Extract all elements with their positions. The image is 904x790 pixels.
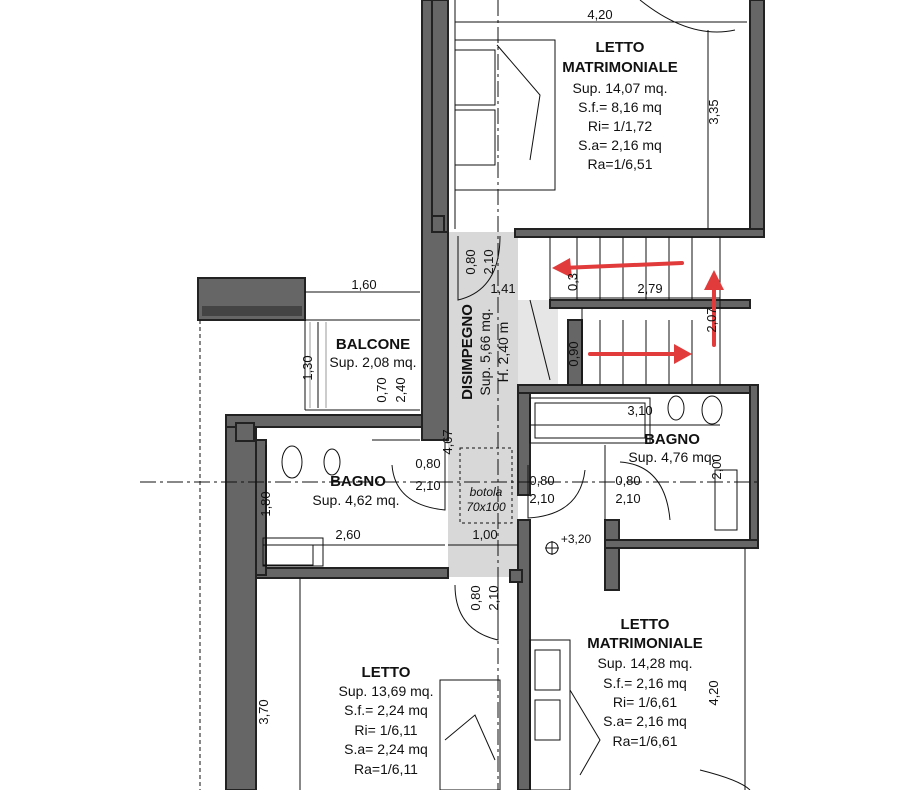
dim-level: +3,20 bbox=[561, 532, 592, 546]
botola: botola 70x100 bbox=[466, 485, 506, 514]
room-disimpegno: DISIMPEGNO Sup. 5,66 mq. H. 2,40 m bbox=[459, 304, 511, 400]
dim-bath-left-height: 1,80 bbox=[258, 491, 273, 516]
dim-bath-right-door-h: 2,10 bbox=[615, 491, 640, 506]
dimension-lines bbox=[265, 21, 747, 565]
master-bottom-line-3: Ri= 1/6,61 bbox=[613, 694, 677, 710]
dim-stair-landing: 0,3 bbox=[565, 273, 580, 291]
room-bagno-left: BAGNO Sup. 4,62 mq. bbox=[312, 473, 399, 508]
disimpegno-height: H. 2,40 m bbox=[495, 322, 511, 383]
room-bagno-right: BAGNO Sup. 4,76 mq. bbox=[628, 431, 715, 465]
dim-bath-left-width: 2,60 bbox=[335, 527, 360, 542]
dimension-labels: 4,20 3,35 1,60 1,30 0,70 2,40 0,80 2,10 … bbox=[256, 7, 724, 725]
dim-letto-height: 3,70 bbox=[256, 699, 271, 724]
master-top-title2: MATRIMONIALE bbox=[562, 59, 678, 76]
dim-balcone-door-w: 0,70 bbox=[374, 377, 389, 402]
dim-bath-right-width: 3,10 bbox=[627, 403, 652, 418]
dim-corridor-lower-width: 1,00 bbox=[472, 527, 497, 542]
master-bottom-title1: LETTO bbox=[621, 616, 670, 633]
master-bottom-line-5: Ra=1/6,61 bbox=[613, 733, 678, 749]
disimpegno-title: DISIMPEGNO bbox=[459, 304, 476, 400]
bagno-right-title: BAGNO bbox=[644, 431, 700, 448]
dim-stair-width: 2,79 bbox=[637, 281, 662, 296]
dim-stair-height: 2,07 bbox=[704, 307, 719, 332]
master-top-line-4: S.a= 2,16 mq bbox=[578, 137, 662, 153]
walls bbox=[197, 0, 765, 790]
room-letto: LETTO Sup. 13,69 mq. S.f.= 2,24 mq Ri= 1… bbox=[339, 664, 434, 777]
corridor-niche-fill bbox=[518, 300, 558, 385]
master-top-title1: LETTO bbox=[596, 39, 645, 56]
letto-line-5: Ra=1/6,11 bbox=[354, 761, 418, 777]
stair-direction-arrows bbox=[552, 258, 724, 364]
dim-corridor-width: 1,41 bbox=[490, 281, 515, 296]
dim-balcone-door-h: 2,40 bbox=[393, 377, 408, 402]
letto-line-1: Sup. 13,69 mq. bbox=[339, 683, 434, 699]
dim-stair-flight: 0,90 bbox=[566, 341, 581, 366]
master-top-line-5: Ra=1/6,51 bbox=[588, 156, 653, 172]
dim-bath-left-door-h: 2,10 bbox=[415, 478, 440, 493]
botola-line1: botola bbox=[470, 485, 503, 499]
dim-master-bottom-height: 4,20 bbox=[706, 680, 721, 705]
dim-letto-door-h: 2,10 bbox=[486, 585, 501, 610]
room-master-bottom: LETTO MATRIMONIALE Sup. 14,28 mq. S.f.= … bbox=[587, 616, 703, 749]
master-bottom-line-4: S.a= 2,16 mq bbox=[603, 713, 687, 729]
master-bottom-line-1: Sup. 14,28 mq. bbox=[598, 655, 693, 671]
balcone-sup: Sup. 2,08 mq. bbox=[329, 354, 416, 370]
bagno-right-sup: Sup. 4,76 mq. bbox=[628, 449, 715, 465]
balcone-title: BALCONE bbox=[336, 336, 410, 353]
botola-line2: 70x100 bbox=[466, 500, 506, 514]
dim-balcone-height: 1,30 bbox=[300, 355, 315, 380]
dim-corridor-mid-door-h: 2,10 bbox=[529, 491, 554, 506]
dim-top-width: 4,20 bbox=[587, 7, 612, 22]
dim-bath-right-height: 2,00 bbox=[709, 454, 724, 479]
dim-letto-door-w: 0,80 bbox=[468, 585, 483, 610]
letto-line-4: S.a= 2,24 mq bbox=[344, 741, 428, 757]
disimpegno-sup: Sup. 5,66 mq. bbox=[477, 308, 493, 395]
master-top-line-1: Sup. 14,07 mq. bbox=[573, 80, 668, 96]
dim-corridor-door-h: 2,10 bbox=[481, 249, 496, 274]
letto-line-2: S.f.= 2,24 mq bbox=[344, 702, 428, 718]
dim-corridor-door-w: 0,80 bbox=[463, 249, 478, 274]
letto-line-3: Ri= 1/6,11 bbox=[354, 722, 417, 738]
dim-balcone-width: 1,60 bbox=[351, 277, 376, 292]
dim-corridor-mid-door-w: 0,80 bbox=[529, 473, 554, 488]
master-bottom-title2: MATRIMONIALE bbox=[587, 635, 703, 652]
room-master-top: LETTO MATRIMONIALE Sup. 14,07 mq. S.f.= … bbox=[562, 39, 678, 172]
master-top-line-3: Ri= 1/1,72 bbox=[588, 118, 652, 134]
master-bottom-line-2: S.f.= 2,16 mq bbox=[603, 675, 687, 691]
dim-wall-thickness: 4,67 bbox=[440, 429, 455, 454]
bagno-left-title: BAGNO bbox=[330, 473, 386, 490]
dim-bath-left-door-w: 0,80 bbox=[415, 456, 440, 471]
bagno-left-sup: Sup. 4,62 mq. bbox=[312, 492, 399, 508]
room-balcone: BALCONE Sup. 2,08 mq. bbox=[329, 336, 416, 370]
letto-title: LETTO bbox=[362, 664, 411, 681]
dim-top-height: 3,35 bbox=[706, 99, 721, 124]
dim-bath-right-door-w: 0,80 bbox=[615, 473, 640, 488]
master-top-line-2: S.f.= 8,16 mq bbox=[578, 99, 662, 115]
